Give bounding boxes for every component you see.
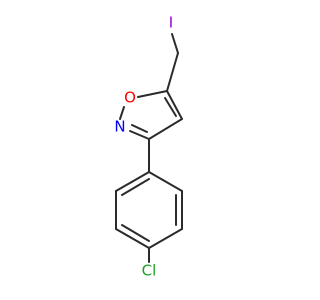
bond-ar1-ar2 [148, 171, 183, 192]
bond-c4-c5 [166, 90, 183, 120]
molecule-structure: I O N Cl [114, 14, 183, 280]
atom-oxygen: O [124, 89, 136, 107]
bonds [115, 33, 183, 263]
bond-ar6-ar1 [115, 171, 150, 192]
bond-c4-c5-double [164, 97, 177, 117]
bond-n-c3 [129, 130, 150, 140]
bond-ar4-ar5 [115, 228, 150, 249]
atom-nitrogen: N [114, 118, 125, 136]
bond-ch2-c5 [166, 52, 179, 92]
bond-c5-o [137, 90, 168, 98]
bond-n-c3-double [131, 124, 148, 133]
bond-c3-c4 [148, 118, 183, 140]
atom-iodine: I [169, 14, 173, 32]
bond-ar6-ar1-double [121, 178, 150, 196]
bond-i-ch2 [171, 33, 179, 54]
bond-ar4-ar5-double [121, 224, 150, 242]
bond-o-n [119, 106, 125, 120]
bond-ar3-ar4 [148, 228, 183, 249]
atom-chlorine: Cl [142, 262, 157, 280]
